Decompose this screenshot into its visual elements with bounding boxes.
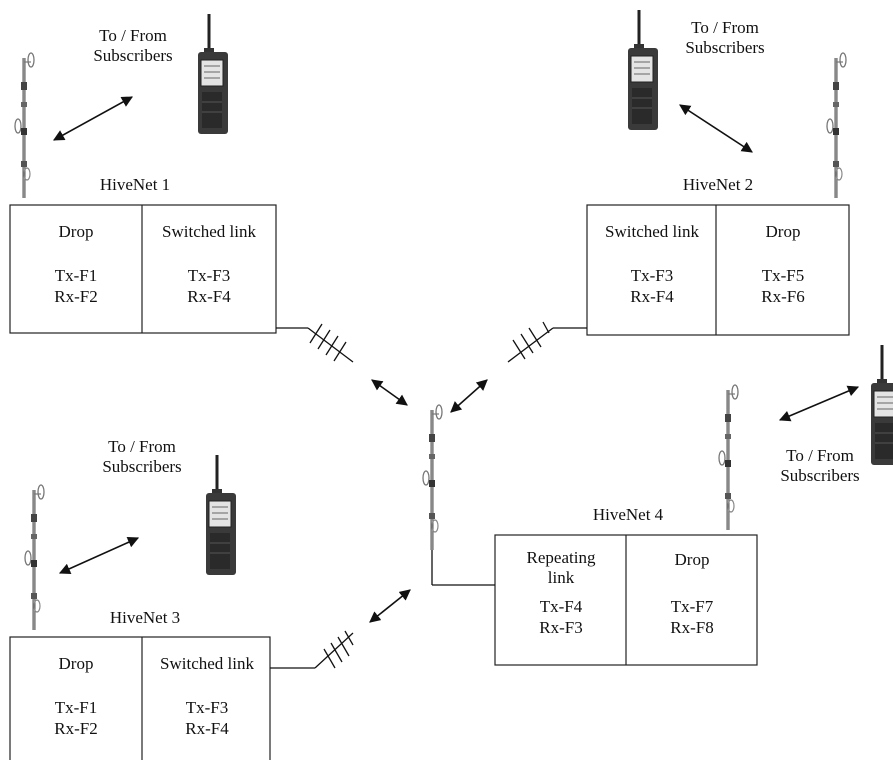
rx-frequency: Rx-F6 <box>761 287 805 306</box>
subscriber-label: To / From Subscribers <box>102 437 182 476</box>
subscriber-label: To / From Subscribers <box>780 446 860 485</box>
subscriber-arrow <box>778 385 860 422</box>
antenna-mast-icon <box>717 383 740 532</box>
handheld-radio-icon <box>196 12 230 136</box>
rx-frequency: Rx-F2 <box>54 719 98 738</box>
section-label: Drop <box>58 654 94 673</box>
link-cable <box>507 321 587 363</box>
subscriber-label: To / From Subscribers <box>685 18 765 57</box>
antenna-mast-icon <box>421 403 444 552</box>
tx-frequency: Tx-F3 <box>630 266 674 285</box>
tx-frequency: Tx-F5 <box>761 266 805 285</box>
link-arrow <box>450 379 488 413</box>
antenna-mast-icon <box>23 483 46 632</box>
hivenet-title: HiveNet 2 <box>682 175 754 194</box>
subscriber-label: To / From Subscribers <box>93 26 173 65</box>
subscriber-arrow <box>53 96 133 141</box>
link-cable <box>431 550 495 586</box>
hivenet-title: HiveNet 4 <box>592 505 664 524</box>
rx-frequency: Rx-F8 <box>670 618 714 637</box>
section-label: Drop <box>765 222 801 241</box>
hivenet-2-box <box>586 204 850 336</box>
antenna-mast-icon <box>825 51 848 200</box>
section-label: Switched link <box>162 222 256 241</box>
tx-frequency: Tx-F4 <box>539 597 583 616</box>
tx-frequency: Tx-F7 <box>670 597 714 616</box>
section-label: Drop <box>58 222 94 241</box>
rx-frequency: Rx-F4 <box>187 287 231 306</box>
hivenet-1-box <box>9 204 277 334</box>
rx-frequency: Rx-F2 <box>54 287 98 306</box>
link-arrow <box>371 379 408 406</box>
subscriber-arrow <box>679 104 753 153</box>
rx-frequency: Rx-F4 <box>630 287 674 306</box>
handheld-radio-icon <box>204 453 238 577</box>
tx-frequency: Tx-F1 <box>54 266 98 285</box>
link-cable <box>276 323 354 363</box>
section-label: Drop <box>674 550 710 569</box>
section-label: Repeating link <box>526 548 596 587</box>
link-cable <box>270 630 354 669</box>
link-arrow <box>369 589 411 623</box>
tx-frequency: Tx-F3 <box>187 266 231 285</box>
section-label: Switched link <box>160 654 254 673</box>
section-label: Switched link <box>605 222 699 241</box>
hivenet-title: HiveNet 3 <box>109 608 181 627</box>
handheld-radio-icon <box>626 8 660 132</box>
antenna-mast-icon <box>13 51 36 200</box>
hivenet-4-box <box>494 534 758 666</box>
hivenet-title: HiveNet 1 <box>99 175 171 194</box>
tx-frequency: Tx-F3 <box>185 698 229 717</box>
subscriber-arrow <box>58 537 140 574</box>
handheld-radio-icon <box>869 343 893 467</box>
rx-frequency: Rx-F3 <box>539 618 583 637</box>
tx-frequency: Tx-F1 <box>54 698 98 717</box>
hivenet-3-box <box>9 636 271 760</box>
rx-frequency: Rx-F4 <box>185 719 229 738</box>
